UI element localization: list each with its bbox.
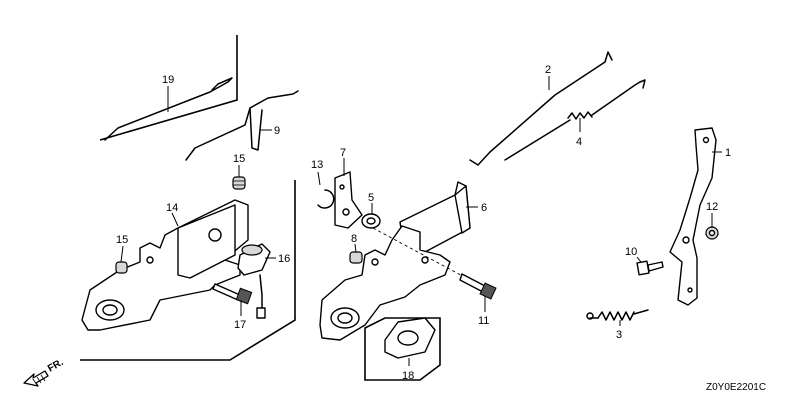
part-19-rod [104,77,233,141]
callout-8: 8 [351,233,357,245]
assembly-line [372,227,471,281]
part-10-bolt [636,260,664,276]
part-1-lever [669,127,717,306]
callout-13: 13 [311,159,323,171]
callout-15-left: 15 [116,234,128,246]
callout-1: 1 [725,147,731,159]
part-3-spring [586,309,649,321]
leader-14 [171,212,179,227]
left-frame-top [99,35,238,141]
callout-9: 9 [274,125,280,137]
callout-14: 14 [166,202,178,214]
part-18-frame [364,317,441,381]
callout-19: 19 [162,74,174,86]
callout-16: 16 [278,253,290,265]
leader-8 [354,243,357,253]
part-7-bracket [334,171,363,229]
part-12-nut [705,226,719,240]
leader-13 [317,171,321,186]
part-8-nut [349,251,363,264]
left-frame-bottom [80,180,296,361]
part-17-bolt [212,283,253,305]
callout-7: 7 [340,147,346,159]
part-2-rod [469,51,613,166]
callout-12: 12 [706,201,718,213]
part-5-washer [361,213,381,229]
callout-18: 18 [402,370,414,382]
front-label: FR. [46,357,66,375]
callout-2: 2 [545,64,551,76]
part-13-clip [317,189,335,209]
part-4-spring-rod [504,79,646,161]
part-15-nut-left [115,261,128,274]
callout-3: 3 [616,329,622,341]
part-15-nut-top [232,176,246,190]
part-18-gasket [384,317,436,359]
center-control-base [319,225,451,341]
callout-10: 10 [625,246,637,258]
part-11-bolt [459,273,497,300]
front-arrow-icon [23,370,49,387]
leader-15b [120,245,124,263]
callout-11: 11 [478,315,489,327]
callout-4: 4 [576,136,582,148]
part-9-rod [185,90,299,161]
leader-10 [636,256,642,263]
callout-6: 6 [481,202,487,214]
part-16-stop-switch [237,243,271,319]
callout-17: 17 [234,319,246,331]
callout-5: 5 [368,192,374,204]
diagram-code: Z0Y0E2201C [706,382,766,393]
part-14-control-base [81,199,249,331]
callout-15-top: 15 [233,153,245,165]
